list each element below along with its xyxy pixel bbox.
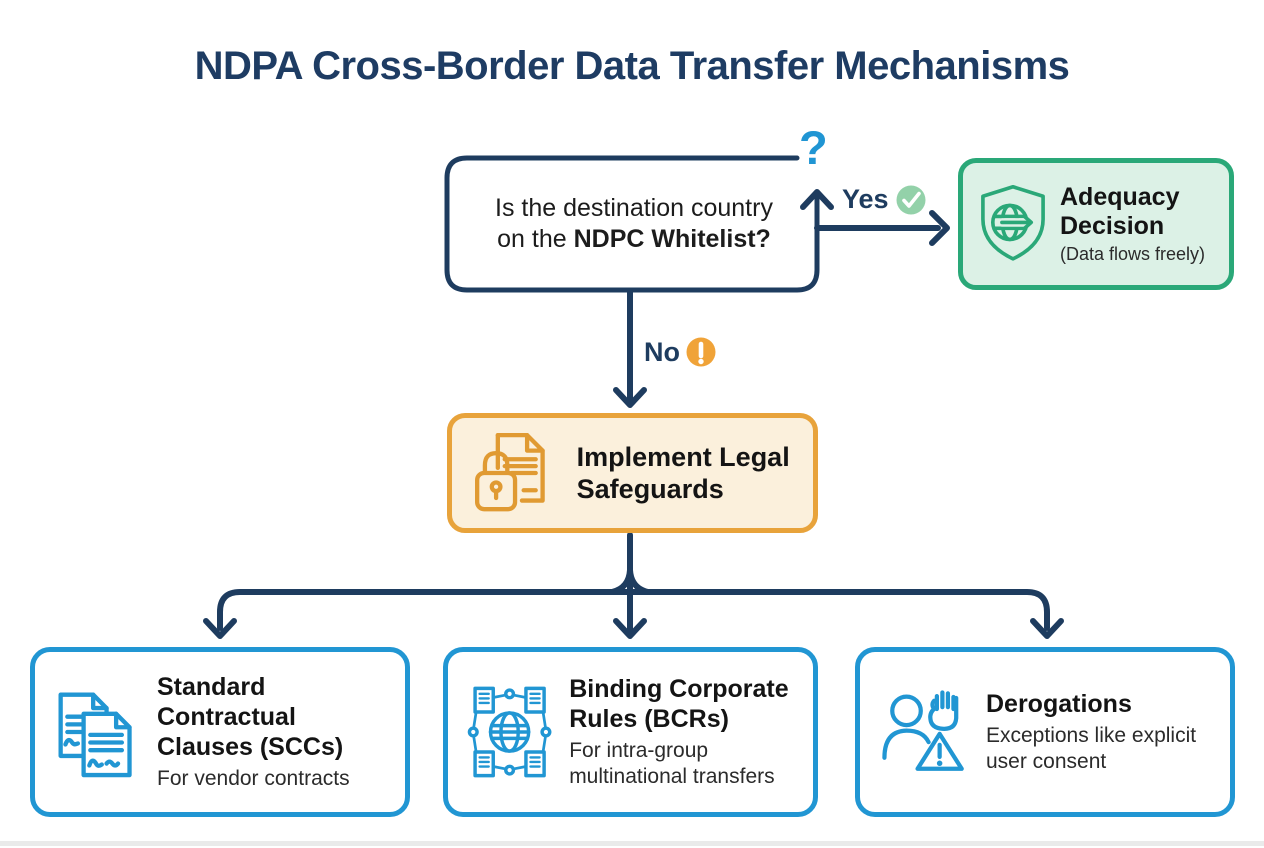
no-branch-label: No bbox=[644, 337, 680, 367]
branch-horizontal-line bbox=[217, 589, 1050, 631]
branch-fillet-right bbox=[627, 567, 651, 595]
adequacy-subtitle: (Data flows freely) bbox=[1060, 244, 1206, 264]
mechanism-title: Derogations bbox=[986, 690, 1132, 718]
branch-right-arrowhead-icon bbox=[1030, 618, 1064, 639]
alert-badge-icon bbox=[686, 337, 716, 367]
shield-globe-transfer-icon bbox=[981, 184, 1045, 261]
question-mark-icon: ? bbox=[799, 121, 828, 174]
safeguards-title: Implement Legal Safeguards bbox=[576, 442, 790, 504]
branch-center-arrowhead-icon bbox=[613, 618, 647, 639]
decision-question-bold: NDPC Whitelist? bbox=[573, 225, 771, 253]
branch-fillet-left bbox=[609, 567, 633, 595]
mechanism-title: Binding Corporate Rules (BCRs) bbox=[569, 675, 789, 733]
decision-question-line2: on the NDPC Whitelist? bbox=[497, 225, 771, 253]
yes-branch-label: Yes bbox=[842, 184, 889, 214]
no-arrowhead-icon bbox=[613, 387, 647, 408]
page-title: NDPA Cross-Border Data Transfer Mechanis… bbox=[194, 44, 1070, 88]
mechanism-derogations-box: Derogations Exceptions like explicit use… bbox=[855, 647, 1235, 817]
mechanism-bcrs-box: Binding Corporate Rules (BCRs) For intra… bbox=[443, 647, 818, 817]
document-lock-icon bbox=[475, 432, 545, 512]
person-consent-warning-icon bbox=[882, 690, 964, 771]
mechanism-sccs-box: Standard Contractual Clauses (SCCs) For … bbox=[30, 647, 410, 817]
yes-arrowhead-icon bbox=[929, 210, 950, 246]
mechanism-subtitle: For intra-group multinational transfers bbox=[569, 739, 775, 788]
mechanism-title: Standard Contractual Clauses (SCCs) bbox=[157, 673, 344, 761]
adequacy-decision-box: Adequacy Decision (Data flows freely) bbox=[958, 158, 1234, 290]
mechanism-subtitle: For vendor contracts bbox=[157, 767, 350, 790]
decision-question: Is the destination country on the NDPC W… bbox=[460, 193, 808, 255]
legal-safeguards-box: Implement Legal Safeguards bbox=[447, 413, 818, 533]
mechanism-subtitle: Exceptions like explicit user consent bbox=[986, 724, 1197, 773]
decision-question-line1: Is the destination country bbox=[495, 194, 773, 222]
branch-left-arrowhead-icon bbox=[203, 618, 237, 639]
signed-contracts-icon bbox=[58, 692, 132, 778]
adequacy-title: Adequacy Decision bbox=[1060, 183, 1180, 240]
global-corporate-network-icon bbox=[467, 686, 552, 778]
bottom-edge-divider bbox=[0, 841, 1264, 846]
check-badge-icon bbox=[896, 185, 926, 215]
